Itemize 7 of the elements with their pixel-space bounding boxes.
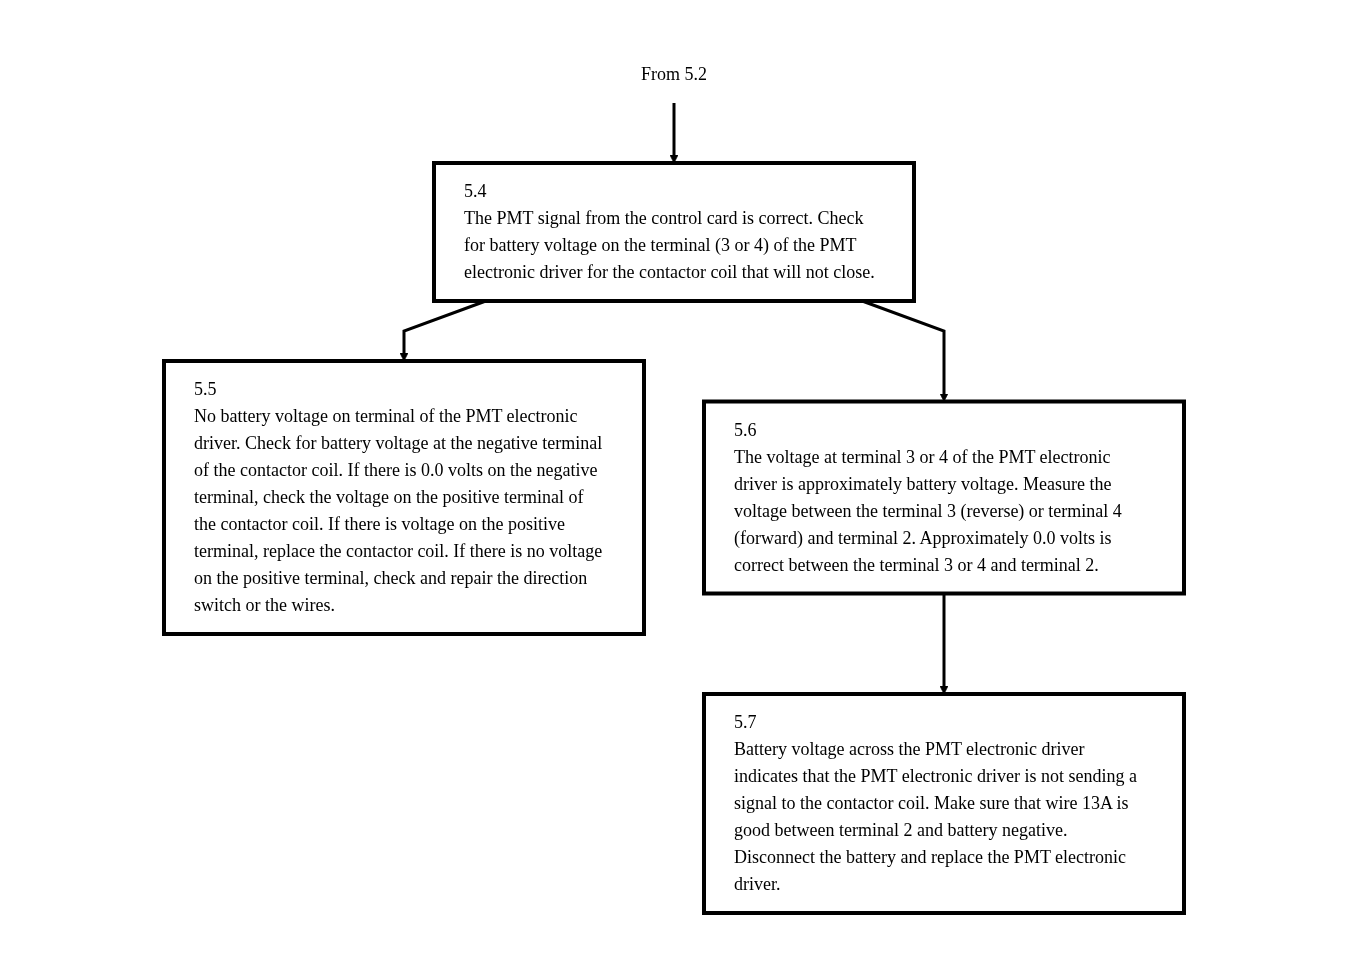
arrow xyxy=(669,103,678,164)
node-box: 5.4 The PMT signal from the control card is correct. Check for battery voltage on the terminal (3 or 4) of the PMT electronic driver for the contactor coil that will not close. xyxy=(431,161,916,303)
node-text: From 5.2 xyxy=(640,64,707,84)
node-box: 5.6 The voltage at terminal 3 or 4 of the PMT electronic driver is approximately battery voltage. Measure the voltage between the terminal 3 (reverse) or terminal 4 (forward) and terminal 2. Approximately 0.0 volts is correct between the terminal 3 or 4 and terminal 2. xyxy=(701,399,1186,596)
node-box: 5.7 Battery voltage across the PMT electronic driver indicates that the PMT electronic driver is not sending a signal to the contactor coil. Make sure that wire 13A is good between terminal 2 and battery negative. Disconnect the battery and replace the PMT electronic driver. xyxy=(701,692,1186,915)
node-box: 5.5 No battery voltage on terminal of the PMT electronic driver. Check for battery voltage at the negative terminal of the contactor coil. If there is 0.0 volts on the negative terminal, check the voltage on the positive terminal of the contactor coil. If there is voltage on the positive terminal, replace the contactor coil. If there is no voltage on the positive terminal, check and repair the direction switch or the wires. xyxy=(161,359,646,636)
arrow xyxy=(939,593,948,695)
